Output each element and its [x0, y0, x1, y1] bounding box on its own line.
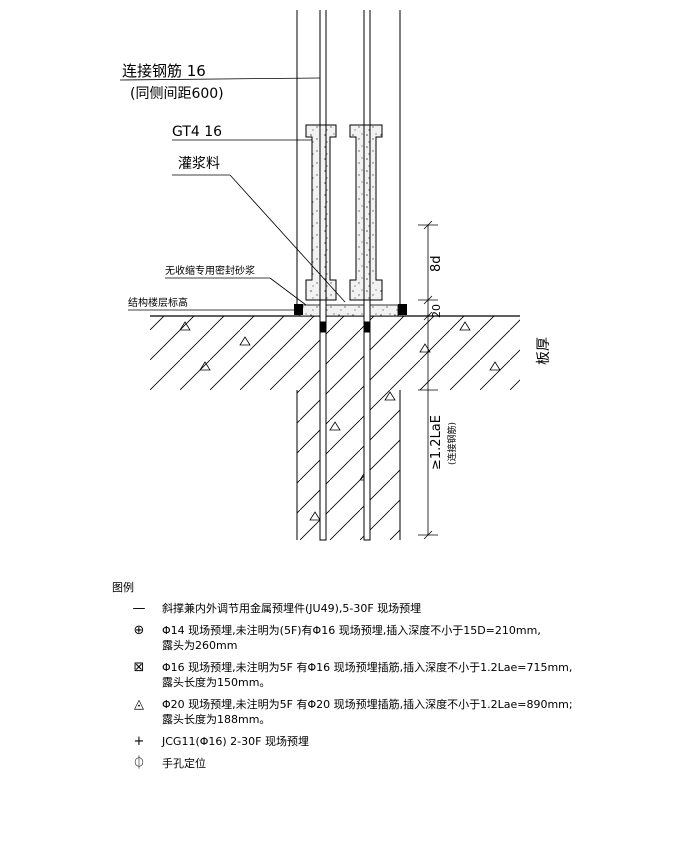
legend-item: — 斜撑兼内外调节用金属预埋件(JU49),5-30F 现场预埋 — [112, 601, 652, 616]
label-seal-mortar: 无收缩专用密封砂浆 — [165, 264, 255, 277]
legend-item-line: 手孔定位 — [162, 757, 206, 770]
label-connect-rebar-note: (同侧间距600) — [130, 86, 224, 102]
legend-item-line: Φ16 现场预埋,未注明为5F 有Φ16 现场预埋插筋,插入深度不小于1.2La… — [162, 661, 573, 674]
section-drawing: 连接钢筋 16 (同侧间距600) GT4 16 灌浆料 无收缩专用密封砂浆 结… — [119, 10, 552, 541]
slab — [150, 315, 520, 540]
label-slab-thickness: 板厚 — [536, 337, 552, 365]
dash-line-icon: — — [132, 601, 146, 616]
dim-20: 20 — [430, 304, 443, 318]
legend: 图例 — 斜撑兼内外调节用金属预埋件(JU49),5-30F 现场预埋 ⊕ Φ14 现… — [112, 580, 652, 778]
legend-item: ⏀ 手孔定位 — [112, 756, 652, 771]
legend-item: + JCG11(Φ16) 2-30F 现场预埋 — [112, 734, 652, 749]
legend-item-line: 露头长度为150mm。 — [162, 676, 271, 689]
legend-item-line: 露头为260mm — [162, 639, 238, 652]
legend-item-text: 手孔定位 — [162, 756, 652, 771]
legend-item-line: 露头长度为188mm。 — [162, 713, 271, 726]
dim-8d: 8d — [429, 255, 444, 272]
label-connect-rebar: 连接钢筋 16 — [122, 62, 206, 80]
mortar-bed — [294, 304, 407, 317]
legend-item-line: JCG11(Φ16) 2-30F 现场预埋 — [162, 735, 309, 748]
label-gt4: GT4 16 — [172, 124, 222, 140]
boxed-cross-icon: ⊠ — [133, 660, 145, 675]
label-floor-level: 结构楼层标高 — [128, 296, 188, 309]
circle-cross-icon: ⊕ — [133, 623, 145, 638]
dim-lae: ≥1.2LaE — [429, 415, 444, 470]
circle-triangle-icon: ◬ — [134, 697, 144, 712]
legend-item: ◬ Φ20 现场预埋,未注明为5F 有Φ20 现场预埋插筋,插入深度不小于1.2L… — [112, 697, 652, 727]
legend-item-text: Φ16 现场预埋,未注明为5F 有Φ16 现场预埋插筋,插入深度不小于1.2La… — [162, 660, 652, 690]
legend-item-text: 斜撑兼内外调节用金属预埋件(JU49),5-30F 现场预埋 — [162, 601, 652, 616]
legend-item-line: 斜撑兼内外调节用金属预埋件(JU49),5-30F 现场预埋 — [162, 602, 422, 615]
circle-pin-icon: ⏀ — [132, 756, 146, 771]
dimension-lines — [418, 220, 438, 540]
legend-item: ⊕ Φ14 现场预埋,未注明为(5F)有Φ16 现场预埋,插入深度不小于15D=2… — [112, 623, 652, 653]
leader-lines — [119, 77, 346, 311]
connecting-rebars — [319, 299, 371, 541]
legend-item-text: Φ20 现场预埋,未注明为5F 有Φ20 现场预埋插筋,插入深度不小于1.2La… — [162, 697, 652, 727]
legend-item: ⊠ Φ16 现场预埋,未注明为5F 有Φ16 现场预埋插筋,插入深度不小于1.2L… — [112, 660, 652, 690]
grout-sleeves — [305, 124, 383, 301]
legend-title: 图例 — [112, 581, 134, 594]
label-grout: 灌浆料 — [178, 156, 220, 172]
legend-item-text: JCG11(Φ16) 2-30F 现场预埋 — [162, 734, 652, 749]
wall-outline — [296, 10, 401, 308]
plus-mark-icon: + — [133, 734, 145, 749]
legend-item-line: Φ20 现场预埋,未注明为5F 有Φ20 现场预埋插筋,插入深度不小于1.2La… — [162, 698, 573, 711]
legend-list: — 斜撑兼内外调节用金属预埋件(JU49),5-30F 现场预埋 ⊕ Φ14 现场预埋… — [112, 601, 652, 771]
legend-item-text: Φ14 现场预埋,未注明为(5F)有Φ16 现场预埋,插入深度不小于15D=21… — [162, 623, 652, 653]
legend-item-line: Φ14 现场预埋,未注明为(5F)有Φ16 现场预埋,插入深度不小于15D=21… — [162, 624, 541, 637]
dim-lae-note: (连接钢筋) — [446, 422, 458, 465]
